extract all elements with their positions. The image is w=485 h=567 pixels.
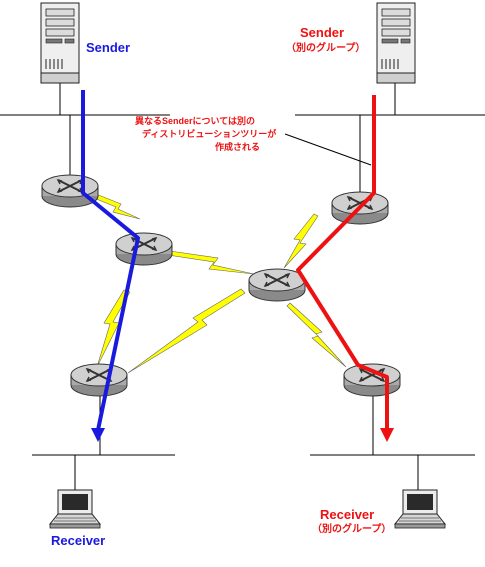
arrow-head-blue xyxy=(91,428,105,442)
sender-left-label: Sender xyxy=(86,40,130,55)
laptop-computer-icon xyxy=(394,489,446,529)
distribution-tree-left xyxy=(81,90,140,442)
laptop-computer-icon xyxy=(49,489,101,529)
network-segments xyxy=(0,83,485,490)
receiver-left-label: Receiver xyxy=(51,533,105,548)
lightning-bolt-link-icon xyxy=(167,250,255,275)
lightning-bolt-link-icon xyxy=(127,288,246,374)
note-line-2: ディストリビューションツリーが xyxy=(142,128,277,139)
arrow-head-red xyxy=(380,428,394,442)
lightning-bolt-link-icon xyxy=(96,289,131,368)
server-tower-icon xyxy=(376,2,416,84)
lightning-bolt-link-icon xyxy=(93,193,141,220)
note-line-3: 作成される xyxy=(215,141,260,152)
lightning-bolt-link-icon xyxy=(283,213,319,269)
distribution-tree-right xyxy=(296,95,394,442)
sender-right-label: Sender xyxy=(300,25,344,40)
lightning-bolt-link-icon xyxy=(286,302,347,368)
router-icon xyxy=(70,363,128,397)
receiver-right-group-label: （別のグループ） xyxy=(312,522,391,535)
note-line-1: 異なるSenderについては別の xyxy=(135,115,255,126)
tree-path-red xyxy=(296,95,389,428)
receiver-right-label: Receiver xyxy=(320,507,374,522)
router-icon xyxy=(248,268,306,302)
wan-links xyxy=(93,193,347,374)
server-tower-icon xyxy=(40,2,80,84)
sender-right-group-label: （別のグループ） xyxy=(286,41,365,54)
router-icon xyxy=(41,174,99,208)
note-callout-line xyxy=(284,133,372,166)
routers xyxy=(41,174,401,397)
router-icon xyxy=(115,232,173,266)
tree-path-blue xyxy=(81,90,140,431)
